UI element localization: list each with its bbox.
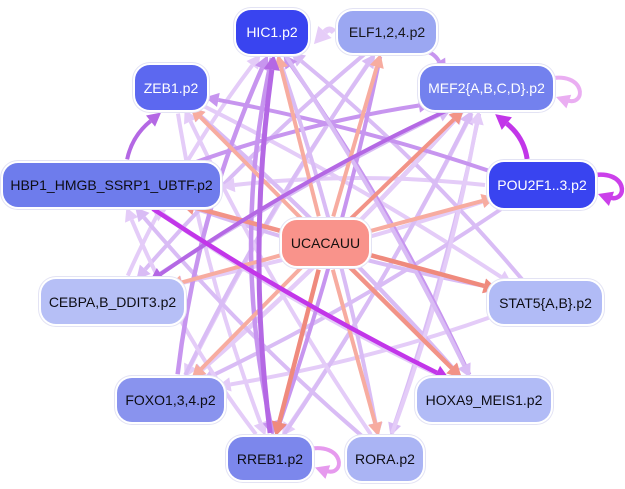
edge: [125, 119, 152, 160]
edge: [263, 54, 280, 71]
edge: [546, 75, 582, 104]
edge: [205, 92, 220, 108]
edge: [248, 57, 275, 423]
edge: [315, 465, 331, 479]
edge: [282, 121, 469, 436]
node-CEBPA[interactable]: CEBPA,B_DDIT3.p2: [41, 279, 184, 324]
edge: [598, 191, 615, 206]
edge: [125, 207, 139, 223]
node-FOXO[interactable]: FOXO1,3,4.p2: [117, 378, 224, 422]
edge: [446, 362, 462, 378]
edge: [221, 177, 236, 193]
node-label: ELF1,2,4.p2: [348, 24, 426, 40]
edge: [284, 55, 466, 367]
edge: [193, 205, 284, 234]
edge: [290, 52, 307, 67]
node-label: RORA.p2: [355, 451, 415, 467]
edge: [145, 112, 162, 127]
edge: [279, 67, 321, 217]
edge: [142, 216, 365, 439]
edge: [331, 66, 379, 217]
edge: [367, 252, 485, 289]
node-MEF2[interactable]: MEF2{A,B,C,D}.p2: [420, 66, 553, 110]
edge: [213, 204, 508, 377]
node-STAT5[interactable]: STAT5{A,B}.p2: [489, 281, 602, 324]
node-label: STAT5{A,B}.p2: [499, 294, 592, 311]
node-label: POU2F1..3.p2: [497, 177, 587, 193]
edge: [135, 207, 150, 223]
node-ZEB1[interactable]: ZEB1.p2: [135, 65, 207, 110]
edge: [277, 269, 321, 424]
edge: [368, 421, 383, 437]
edge: [216, 377, 232, 392]
edge: [149, 267, 165, 282]
edge: [129, 219, 258, 436]
edge: [181, 252, 284, 285]
edge: [143, 52, 366, 271]
edge: [369, 53, 384, 69]
edge: [313, 25, 332, 45]
node-RREB1[interactable]: RREB1.p2: [228, 437, 312, 480]
node-POU2F1[interactable]: POU2F1..3.p2: [489, 162, 595, 208]
edge: [300, 59, 524, 281]
node-ELF1[interactable]: ELF1,2,4.p2: [338, 11, 436, 53]
edge: [151, 206, 438, 375]
node-HBP1[interactable]: HBP1_HMGB_SSRP1_UBTF.p2: [3, 163, 220, 207]
edge: [556, 94, 572, 109]
edge: [496, 270, 513, 285]
edge: [184, 109, 198, 125]
edge: [191, 363, 207, 379]
edge: [198, 115, 304, 221]
node-label: FOXO1,3,4.p2: [125, 392, 216, 408]
edge: [175, 113, 263, 424]
edge: [271, 420, 287, 437]
node-UCACAUU[interactable]: UCACAUU: [282, 220, 369, 266]
edge: [495, 114, 512, 130]
edge: [305, 446, 341, 474]
edge: [347, 264, 454, 370]
node-HIC1[interactable]: HIC1.p2: [236, 10, 308, 54]
edge: [183, 63, 370, 376]
edge: [348, 117, 456, 222]
edge: [457, 362, 471, 378]
edge: [256, 69, 275, 434]
node-label: HIC1.p2: [246, 24, 298, 40]
node-label: RREB1.p2: [236, 450, 304, 467]
node-label: ZEB1.p2: [143, 79, 199, 96]
edge: [175, 67, 265, 375]
edge: [190, 107, 206, 123]
node-RORA[interactable]: RORA.p2: [347, 437, 423, 481]
node-HOXA9[interactable]: HOXA9_MEIS1.p2: [417, 378, 551, 422]
node-label: UCACAUU: [290, 235, 361, 251]
node-label: HBP1_HMGB_SSRP1_UBTF.p2: [10, 177, 213, 193]
edge: [199, 265, 304, 371]
edge: [322, 26, 337, 35]
edge: [367, 199, 483, 234]
edge: [136, 264, 151, 280]
edge: [159, 107, 450, 276]
node-label: MEF2{A,B,C,D}.p2: [428, 80, 545, 96]
edge: [588, 172, 625, 201]
edge: [505, 121, 530, 160]
node-label: HOXA9_MEIS1.p2: [425, 392, 543, 408]
edge: [200, 103, 502, 279]
edge: [459, 110, 473, 126]
node-label: CEBPA,B_DDIT3.p2: [48, 293, 177, 310]
edge: [448, 110, 464, 125]
edge: [469, 110, 484, 126]
edge: [433, 365, 450, 380]
edge: [330, 269, 378, 424]
